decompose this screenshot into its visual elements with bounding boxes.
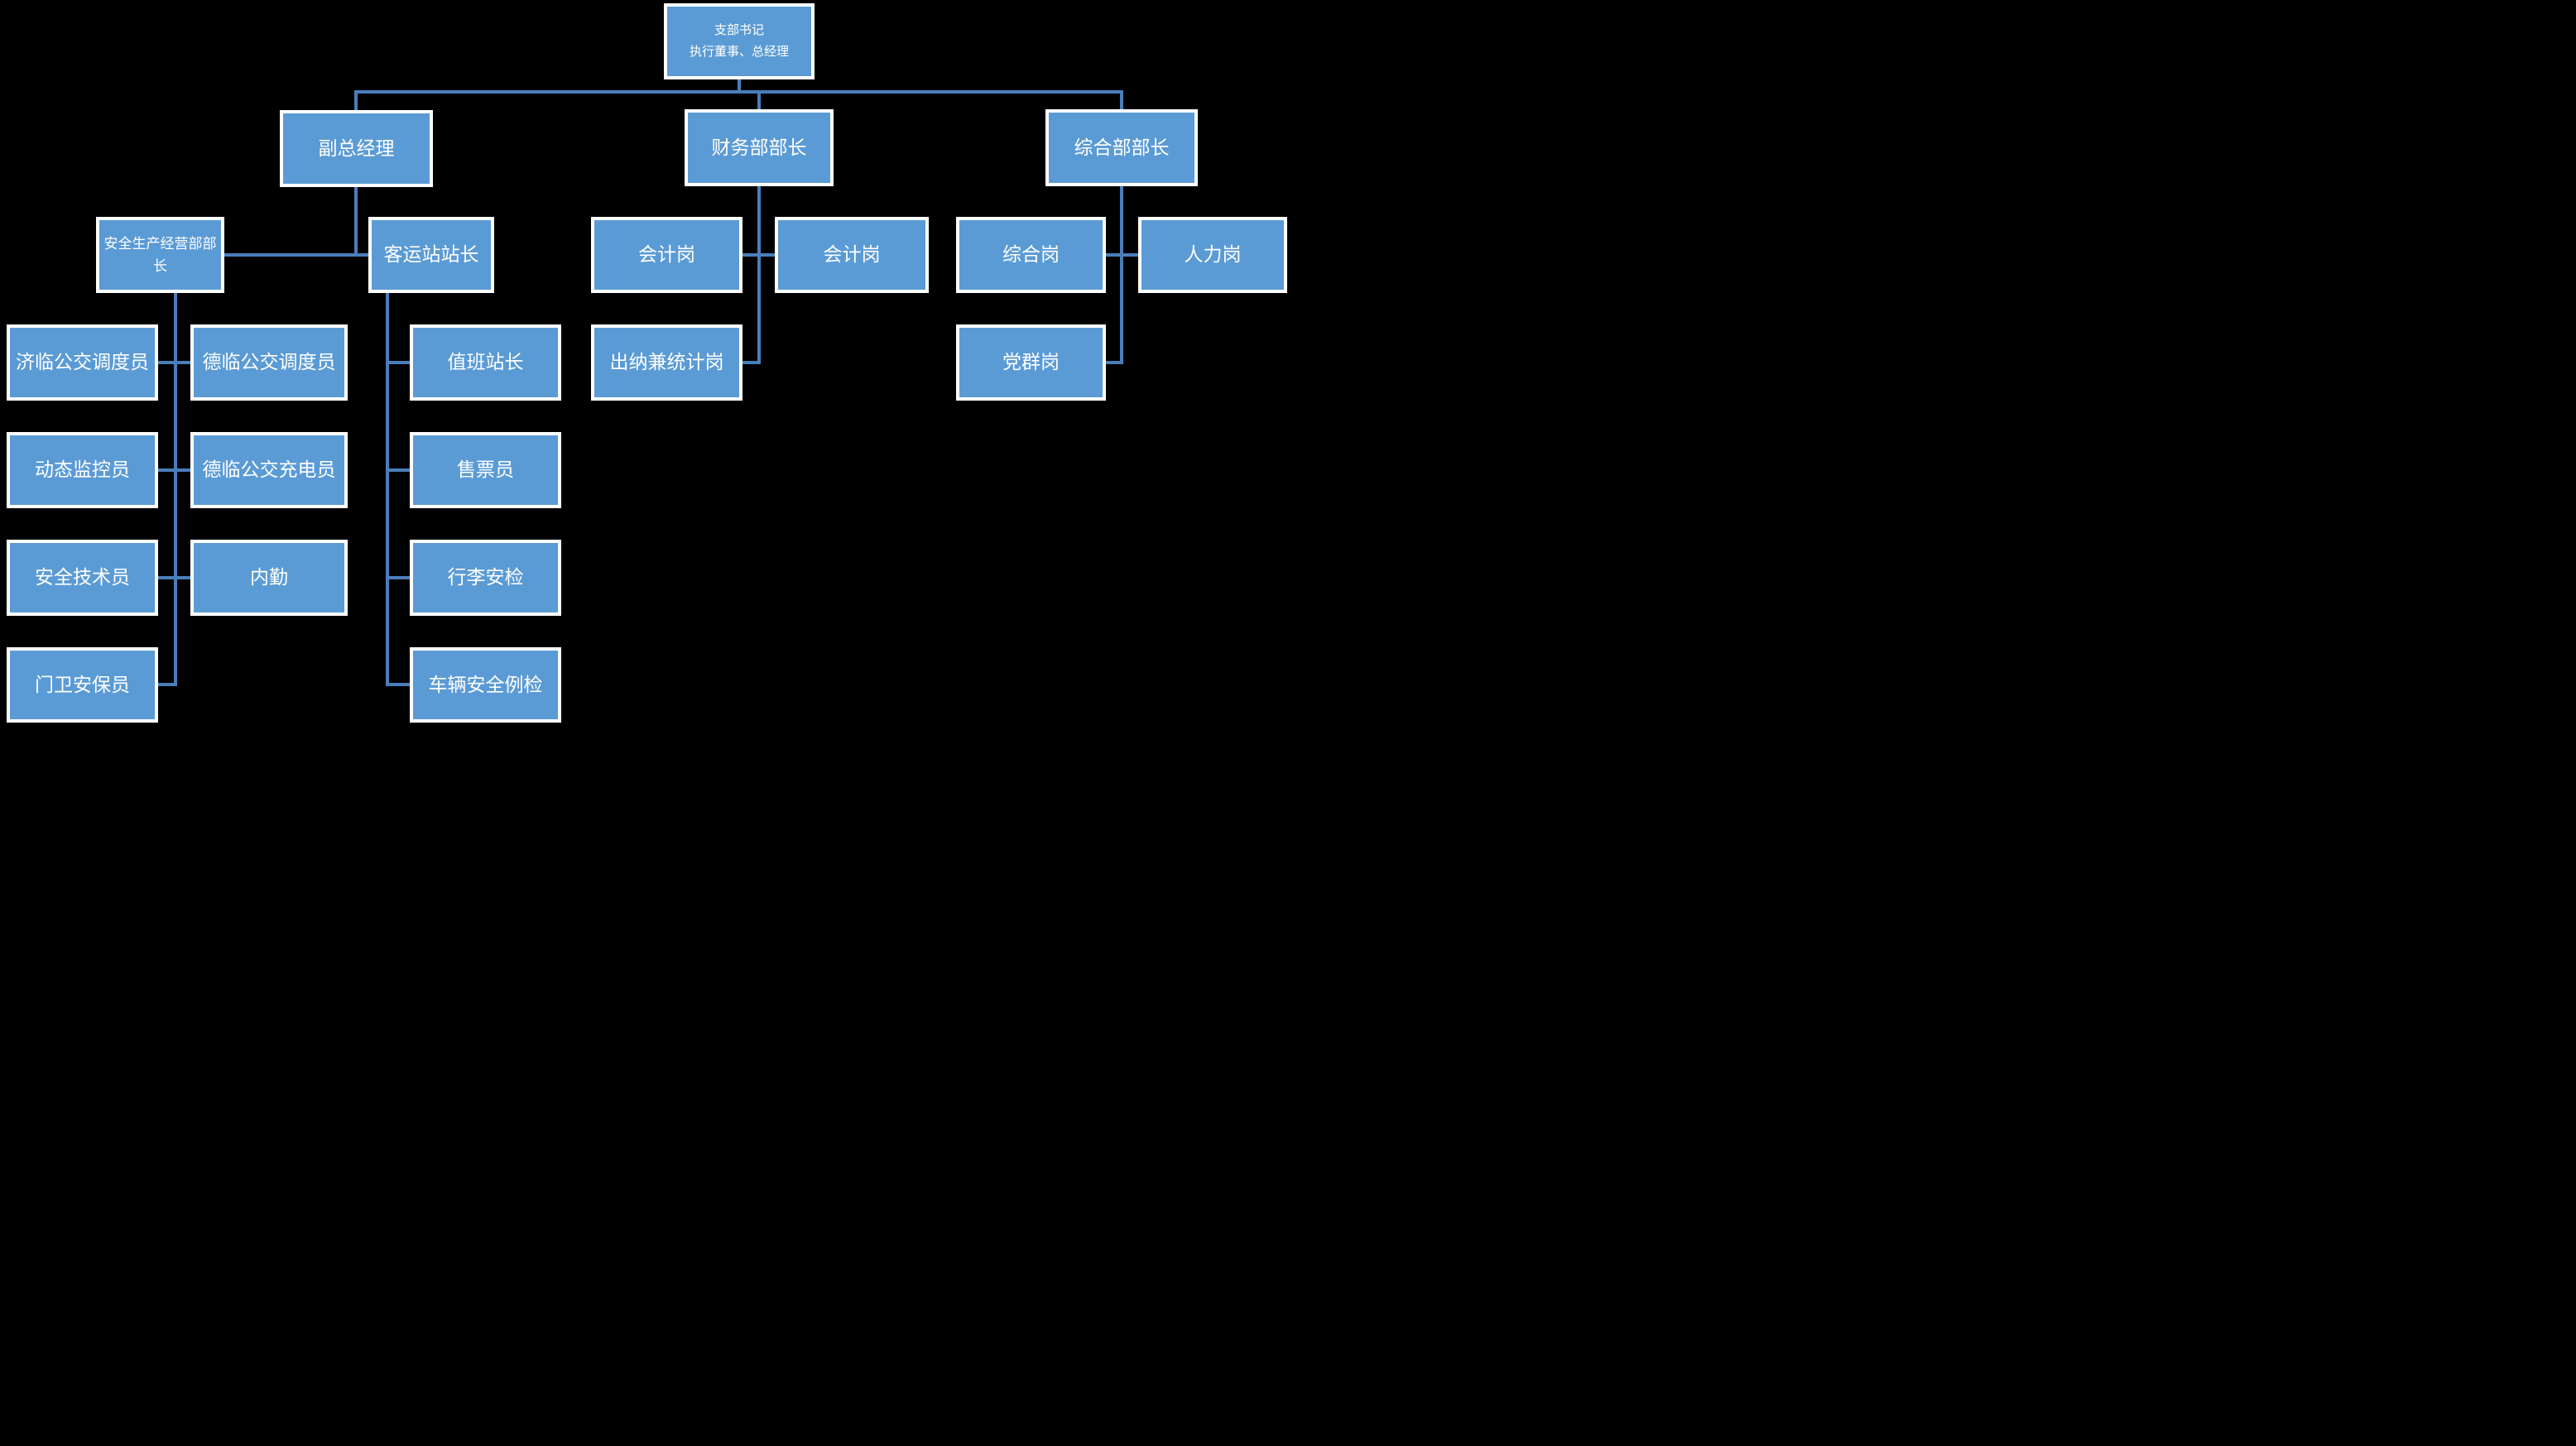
org-node-label: 客运站站长 [383, 243, 479, 266]
connector-station-stub-row4 [386, 361, 410, 364]
org-node-safety-technician: 安全技术员 [7, 540, 158, 616]
org-node-safety-production-ops-head: 安全生产经营部部长 [96, 217, 224, 293]
org-node-label: 出纳兼统计岗 [609, 351, 724, 373]
connector-safety-hang-line [174, 293, 177, 685]
org-node-label: 济临公交调度员 [16, 351, 149, 373]
connector-general-stub-row3 [1106, 253, 1138, 257]
org-chart-canvas: 支部书记 执行董事、总经理副总经理 财务部部长 综合部部长安全生产经营部部长 客运站站… [0, 0, 1288, 723]
connector-finance-stub-row4 [743, 361, 761, 364]
org-node-vehicle-safety-inspection: 车辆安全例检 [410, 647, 561, 723]
org-node-general-dept-head: 综合部部长 [1045, 109, 1198, 186]
org-node-label: 党群岗 [1002, 351, 1060, 373]
connector-root-drop [738, 79, 741, 94]
org-node-label: 会计岗 [638, 243, 695, 266]
org-node-label: 会计岗 [823, 243, 881, 266]
org-node-label: 德临公交调度员 [202, 351, 336, 373]
connector-safety-stub-row7 [158, 683, 177, 686]
org-node-passenger-station-master: 客运站站长 [368, 217, 494, 293]
org-node-accountant-post-1: 会计岗 [591, 217, 743, 293]
connector-safety-stub-row4 [158, 361, 190, 364]
org-node-finance-dept-head: 财务部部长 [685, 109, 834, 186]
connector-safety-stub-row6 [158, 576, 190, 579]
org-node-label: 德临公交充电员 [202, 459, 336, 481]
connector-station-hang-line [386, 293, 389, 686]
org-node-delin-bus-dispatcher: 德临公交调度员 [190, 324, 348, 401]
org-node-label: 行李安检 [447, 566, 524, 588]
connector-row3-link-horizontal [224, 253, 368, 257]
org-node-label: 安全技术员 [35, 566, 130, 588]
connector-trunk-horizontal [354, 90, 1123, 94]
org-node-label: 值班站长 [447, 351, 524, 373]
connector-station-stub-row5 [386, 468, 410, 472]
org-node-hr-post: 人力岗 [1138, 217, 1287, 293]
org-node-internal-clerk: 内勤 [190, 540, 348, 616]
connector-drop-deputy-gm [354, 90, 358, 110]
org-node-label: 门卫安保员 [35, 673, 130, 695]
org-node-deputy-general-manager: 副总经理 [280, 110, 433, 187]
connector-finance-stub-row3 [743, 253, 775, 257]
org-node-gate-security-guard: 门卫安保员 [7, 647, 158, 723]
org-node-label: 人力岗 [1184, 243, 1242, 266]
org-node-label: 售票员 [457, 459, 514, 481]
org-node-accountant-post-2: 会计岗 [775, 217, 929, 293]
org-node-label: 内勤 [250, 566, 288, 588]
connector-finance-hang-line [757, 186, 761, 363]
connector-general-hang-line [1120, 186, 1123, 363]
connector-drop-finance-head [757, 90, 761, 109]
connector-station-stub-row6 [386, 576, 410, 579]
connector-station-stub-row7 [386, 683, 410, 686]
connector-deputy-gm-lower-drop [354, 187, 358, 257]
org-node-label: 车辆安全例检 [428, 673, 543, 695]
org-node-baggage-security-check: 行李安检 [410, 540, 561, 616]
org-node-label: 副总经理 [318, 137, 395, 159]
org-node-label: 综合部部长 [1074, 136, 1170, 158]
org-node-label: 综合岗 [1002, 243, 1060, 266]
org-node-duty-station-master: 值班站长 [410, 324, 561, 401]
org-node-branch-secretary-root: 支部书记 执行董事、总经理 [664, 3, 815, 79]
connector-general-stub-row4 [1106, 361, 1123, 364]
org-node-party-group-post: 党群岗 [956, 324, 1106, 401]
connector-drop-general-head [1120, 90, 1123, 109]
org-node-label: 安全生产经营部部长 [103, 235, 217, 274]
org-node-ticket-seller: 售票员 [410, 432, 561, 508]
org-node-delin-bus-charger: 德临公交充电员 [190, 432, 348, 508]
org-node-jilin-bus-dispatcher: 济临公交调度员 [7, 324, 158, 401]
org-node-label: 动态监控员 [35, 459, 130, 481]
connector-safety-stub-row5 [158, 468, 190, 472]
org-node-general-affairs-post: 综合岗 [956, 217, 1106, 293]
org-node-label: 财务部部长 [711, 136, 807, 158]
org-node-label: 支部书记 执行董事、总经理 [689, 22, 789, 59]
org-node-dynamic-monitor: 动态监控员 [7, 432, 158, 508]
org-node-cashier-statistics-post: 出纳兼统计岗 [591, 324, 743, 401]
